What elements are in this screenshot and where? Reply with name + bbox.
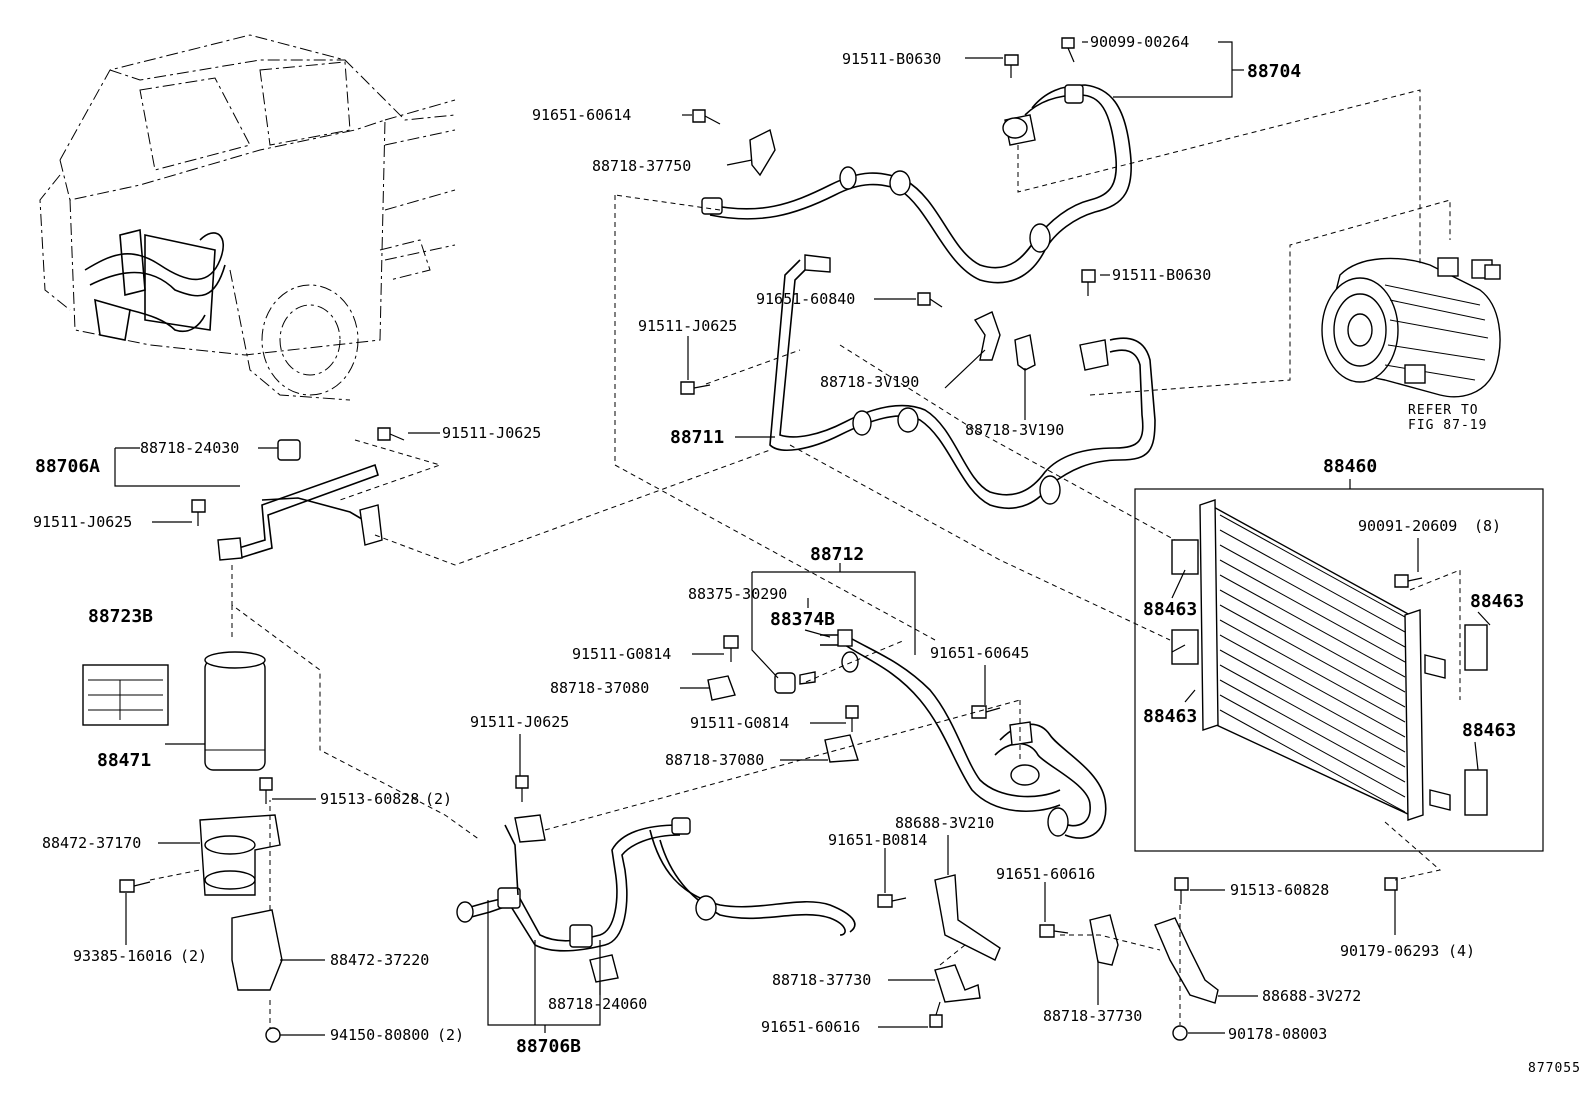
label-88374B: 88374B <box>770 609 835 630</box>
dashed-reference-lines <box>149 89 1461 1028</box>
label-88472-37220: 88472-37220 <box>330 951 429 969</box>
label-91511-J0625-c: 91511-J0625 <box>33 513 132 531</box>
label-91511-B0630-top: 91511-B0630 <box>842 50 941 68</box>
condenser <box>1171 499 1488 821</box>
label-90091-qty: (8) <box>1474 517 1501 535</box>
label-88718-37080-a: 88718-37080 <box>550 679 649 697</box>
pipe-88712 <box>707 629 1107 839</box>
compressor <box>1321 257 1501 398</box>
label-88463-d: 88463 <box>1462 720 1516 741</box>
label-94150-80800: 94150-80800 <box>330 1026 429 1044</box>
label-refer-to: REFER TO <box>1408 403 1479 418</box>
label-88718-37730-b: 88718-37730 <box>1043 1007 1142 1025</box>
label-88375-30290: 88375-30290 <box>688 585 787 603</box>
label-90179-qty: (4) <box>1448 942 1475 960</box>
label-refer-fig: FIG 87-19 <box>1408 418 1487 433</box>
label-88718-3V190-b: 88718-3V190 <box>965 421 1064 439</box>
label-88712: 88712 <box>810 544 864 565</box>
label-91651-60840: 91651-60840 <box>756 290 855 308</box>
pipe-88706b <box>456 775 856 983</box>
label-91511-J0625-b: 91511-J0625 <box>442 424 541 442</box>
label-88718-37750: 88718-37750 <box>592 157 691 175</box>
label-91511-J0625-d: 91511-J0625 <box>470 713 569 731</box>
receiver-dryer <box>82 651 266 771</box>
label-88718-24030: 88718-24030 <box>140 439 239 457</box>
label-88718-37730-a: 88718-37730 <box>772 971 871 989</box>
label-91513-qty: (2) <box>425 790 452 808</box>
label-91513-60828-a: 91513-60828 <box>320 790 419 808</box>
label-88706B: 88706B <box>516 1036 581 1057</box>
label-88688-3V210: 88688-3V210 <box>895 814 994 832</box>
bottom-brackets <box>877 874 1398 1041</box>
label-88723B: 88723B <box>88 606 153 627</box>
label-88704: 88704 <box>1247 61 1301 82</box>
part-number-labels: 91511-B0630 90099-00264 88704 91651-6061… <box>33 33 1581 1076</box>
label-88471: 88471 <box>97 750 151 771</box>
label-93385-qty: (2) <box>180 947 207 965</box>
label-leader-lines <box>114 41 1491 1036</box>
label-90179-06293: 90179-06293 <box>1340 942 1439 960</box>
label-88718-3V190-a: 88718-3V190 <box>820 373 919 391</box>
label-88472-37170: 88472-37170 <box>42 834 141 852</box>
label-88711: 88711 <box>670 427 724 448</box>
label-88706A: 88706A <box>35 456 100 477</box>
label-88718-37080-b: 88718-37080 <box>665 751 764 769</box>
label-91651-60616-a: 91651-60616 <box>996 865 1095 883</box>
label-88463-c: 88463 <box>1143 706 1197 727</box>
label-88463-b: 88463 <box>1470 591 1524 612</box>
condenser-frame <box>1134 488 1544 852</box>
label-94150-qty: (2) <box>437 1026 464 1044</box>
label-91511-J0625-top: 91511-J0625 <box>638 317 737 335</box>
label-91511-G0814-b: 91511-G0814 <box>690 714 789 732</box>
label-88718-24060: 88718-24060 <box>548 995 647 1013</box>
label-91651-60616-b: 91651-60616 <box>761 1018 860 1036</box>
hose-88704 <box>692 37 1132 284</box>
label-90091-20609: 90091-20609 <box>1358 517 1457 535</box>
label-88460: 88460 <box>1323 456 1377 477</box>
label-90099-00264: 90099-00264 <box>1090 33 1189 51</box>
label-93385-16016: 93385-16016 <box>73 947 172 965</box>
label-91511-B0630-mid: 91511-B0630 <box>1112 266 1211 284</box>
figure-number: 877055 <box>1528 1061 1581 1076</box>
label-91513-60828-b: 91513-60828 <box>1230 881 1329 899</box>
label-91651-60645: 91651-60645 <box>930 644 1029 662</box>
receiver-brackets <box>119 777 283 1043</box>
label-88463-a: 88463 <box>1143 599 1197 620</box>
label-91651-60614: 91651-60614 <box>532 106 631 124</box>
label-90178-08003: 90178-08003 <box>1228 1025 1327 1043</box>
pipe-88706a <box>191 427 405 561</box>
label-88688-3V272: 88688-3V272 <box>1262 987 1361 1005</box>
truck-cab-illustration <box>39 34 456 401</box>
label-91651-B0814: 91651-B0814 <box>828 831 927 849</box>
hose-88711 <box>680 254 1156 510</box>
label-91511-G0814-a: 91511-G0814 <box>572 645 671 663</box>
